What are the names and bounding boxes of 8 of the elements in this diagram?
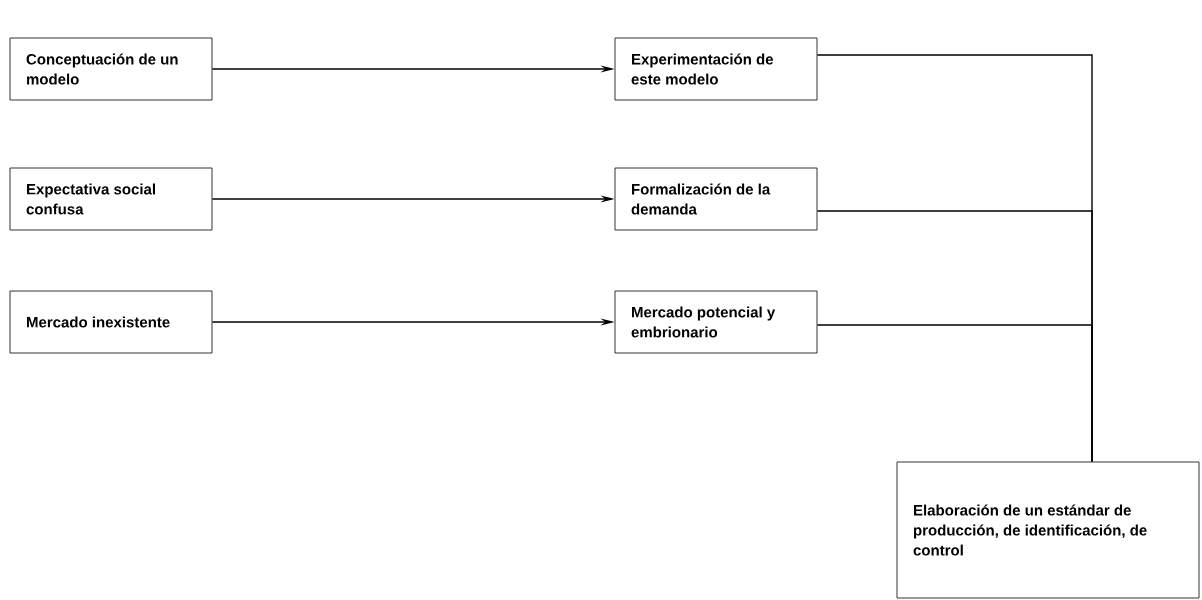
process-box: Expectativa social confusa — [9, 167, 213, 231]
process-box: Conceptuación de un modelo — [9, 37, 213, 101]
connector-line — [816, 324, 1093, 463]
process-box: Elaboración de un estándar de producción, de identificación, de control — [896, 461, 1200, 599]
process-box: Formalización de la demanda — [614, 167, 818, 231]
process-box: Mercado potencial y embrionario — [614, 290, 818, 354]
process-box: Experimentación de este modelo — [614, 37, 818, 101]
process-box: Mercado inexistente — [9, 290, 213, 354]
